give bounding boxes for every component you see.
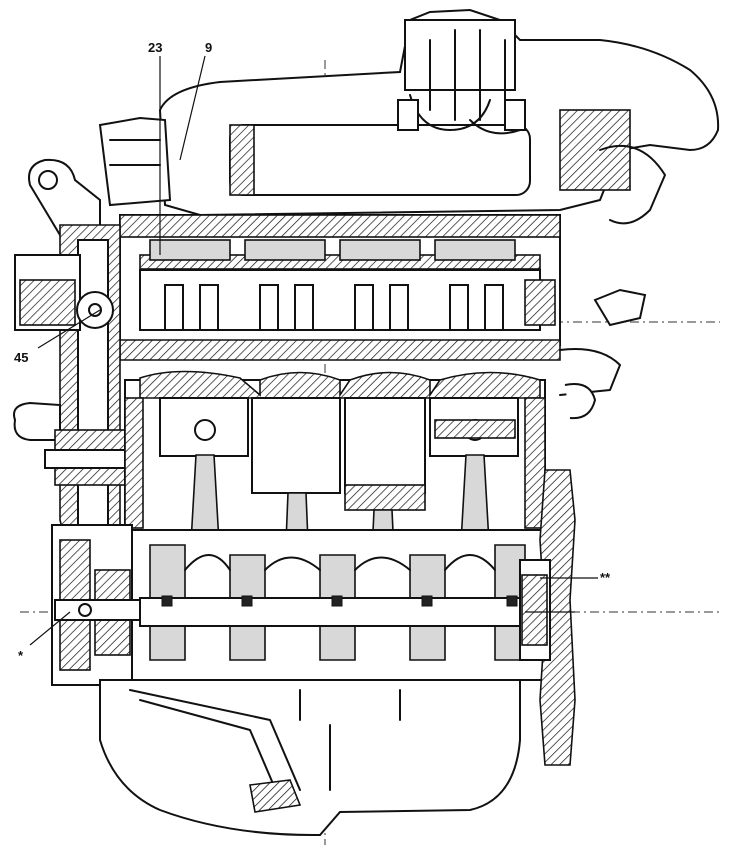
crank-pulley bbox=[51, 524, 141, 686]
leader-star bbox=[29, 611, 71, 646]
callout-double-star: ** bbox=[600, 570, 611, 585]
cylinder-head bbox=[119, 214, 621, 396]
callout-45: 45 bbox=[14, 350, 28, 365]
leader-9 bbox=[179, 55, 206, 161]
water-outlet bbox=[564, 288, 647, 420]
callout-23: 23 bbox=[148, 40, 162, 55]
pistons bbox=[159, 397, 519, 511]
cam-lobes bbox=[149, 239, 516, 331]
leader-45 bbox=[37, 309, 101, 349]
flywheel bbox=[519, 469, 576, 766]
callout-star: * bbox=[18, 648, 24, 663]
crankshaft bbox=[124, 529, 546, 681]
callout-9: 9 bbox=[205, 40, 212, 55]
lifting-eye-bracket bbox=[28, 158, 101, 236]
timing-cover bbox=[13, 224, 126, 561]
intake-manifold bbox=[98, 8, 720, 225]
oil-sump bbox=[99, 679, 521, 837]
